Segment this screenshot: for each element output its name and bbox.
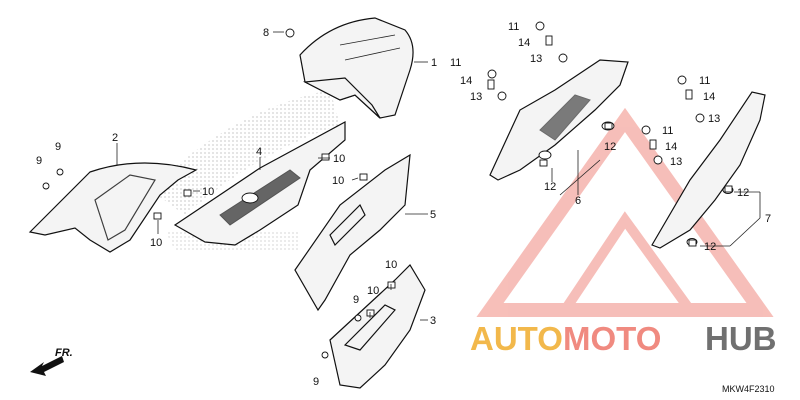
callout-13-b: 13 bbox=[470, 91, 482, 103]
watermark-word-auto: AUTO bbox=[470, 320, 563, 357]
callout-12-c: 12 bbox=[737, 187, 749, 199]
hardware bbox=[42, 21, 733, 359]
watermark-text: AUTO MOTO HUB bbox=[470, 320, 777, 357]
callout-13-c: 13 bbox=[708, 113, 720, 125]
leader-lines bbox=[116, 31, 761, 321]
front-direction-marker: FR. bbox=[30, 347, 73, 376]
front-label: FR. bbox=[55, 347, 73, 359]
callout-4: 4 bbox=[256, 146, 262, 158]
callout-7: 7 bbox=[765, 213, 771, 225]
callout-10-f: 10 bbox=[385, 259, 397, 271]
watermark-word-hub: HUB bbox=[705, 320, 777, 357]
callout-9-b: 9 bbox=[55, 141, 61, 153]
part-2-side-cover-left bbox=[28, 162, 198, 253]
callout-9-c: 9 bbox=[353, 294, 359, 306]
decal-area bbox=[150, 90, 340, 215]
callout-10-c: 10 bbox=[202, 186, 214, 198]
part-3-lower-cover bbox=[329, 264, 426, 389]
callout-9-d: 9 bbox=[313, 376, 319, 388]
callout-labels: 1 2 4 5 3 6 7 8 9 9 9 9 10 10 10 10 10 1… bbox=[36, 21, 771, 388]
part-5-side-rail bbox=[294, 153, 411, 312]
callout-11-b: 11 bbox=[450, 57, 461, 69]
callout-10-b: 10 bbox=[332, 175, 344, 187]
callout-13-d: 13 bbox=[670, 156, 682, 168]
callout-14-a: 14 bbox=[518, 37, 530, 49]
callout-2: 2 bbox=[112, 132, 118, 144]
callout-11-a: 11 bbox=[508, 21, 519, 33]
callout-8: 8 bbox=[263, 27, 269, 39]
callout-11-c: 11 bbox=[699, 75, 710, 87]
callout-12-d: 12 bbox=[704, 241, 716, 253]
callout-12-b: 12 bbox=[544, 181, 556, 193]
callout-3: 3 bbox=[430, 315, 436, 327]
callout-13-a: 13 bbox=[530, 53, 542, 65]
callout-10-e: 10 bbox=[367, 285, 379, 297]
callout-9-a: 9 bbox=[36, 155, 42, 167]
callout-14-c: 14 bbox=[703, 91, 715, 103]
callout-6: 6 bbox=[575, 195, 581, 207]
callout-14-b: 14 bbox=[460, 75, 472, 87]
front-arrow-icon bbox=[30, 356, 64, 376]
callout-11-d: 11 bbox=[662, 125, 673, 137]
part-6-grab-rail-right bbox=[489, 59, 629, 181]
callout-14-d: 14 bbox=[665, 141, 677, 153]
callout-10-a: 10 bbox=[333, 153, 345, 165]
part-4-inner-rail bbox=[173, 120, 346, 246]
callout-12-a: 12 bbox=[604, 141, 616, 153]
callout-10-d: 10 bbox=[150, 237, 162, 249]
callout-5: 5 bbox=[430, 209, 436, 221]
diagram-code: MKW4F2310 bbox=[722, 384, 775, 394]
watermark-word-moto: MOTO bbox=[563, 320, 661, 357]
callout-1: 1 bbox=[431, 57, 437, 69]
part-1-seat-cowl bbox=[299, 17, 414, 119]
